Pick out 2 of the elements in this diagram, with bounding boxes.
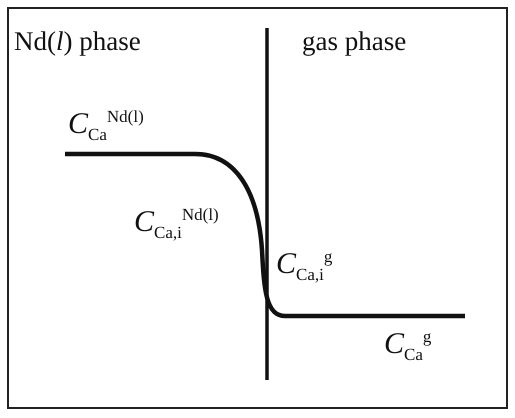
phase-label: Nd(l) phase [14, 28, 141, 55]
phase-label: gas phase [302, 28, 406, 55]
